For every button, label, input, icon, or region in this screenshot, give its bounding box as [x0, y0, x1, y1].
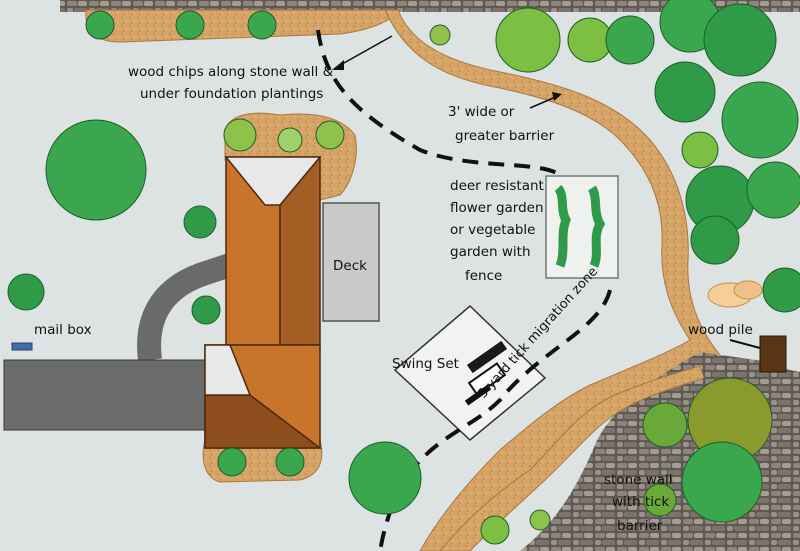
stone-wall-label-line1: stone wall	[604, 472, 673, 488]
garden-label-line5: fence	[465, 268, 503, 284]
wood-chip-inner-strip	[439, 365, 705, 551]
barrier-label-line1: 3' wide or	[448, 104, 515, 120]
tree-25	[217, 447, 247, 477]
arrow-barrier-head	[552, 92, 562, 101]
tree-27	[429, 24, 451, 46]
tree-9	[703, 3, 777, 77]
wood-chips-top	[85, 9, 402, 43]
rock-pile	[707, 280, 763, 308]
stone-wall-top	[60, 0, 800, 12]
tree-15	[690, 215, 740, 265]
tree-4	[191, 295, 221, 325]
tick-migration-zone-line	[316, 29, 562, 177]
tree-10	[654, 61, 716, 123]
wood-chip-barrier	[384, 9, 721, 551]
garden-label-line1: deer resistant	[450, 178, 544, 194]
tick-migration-zone-line-south	[378, 289, 612, 551]
tree-3	[7, 273, 45, 311]
garden-label-line4: garden with	[450, 244, 531, 260]
driveway-curve	[137, 253, 234, 362]
garden-bed	[545, 175, 619, 279]
tree-19	[681, 441, 763, 523]
driveway	[3, 359, 210, 431]
tree-2	[183, 205, 217, 239]
arrow-wood-chips-head	[332, 60, 344, 70]
tree-7	[605, 15, 655, 65]
tree-5	[495, 7, 561, 73]
tree-11	[721, 81, 799, 159]
wood-pile	[759, 335, 787, 373]
stone-wall-label-line2: with tick	[612, 494, 670, 510]
tree-30	[247, 10, 277, 40]
tree-16	[762, 267, 800, 313]
barrier-label-line2: greater barrier	[455, 128, 555, 144]
tree-6	[567, 17, 613, 63]
wood-pile-label: wood pile	[688, 322, 753, 338]
tree-28	[85, 10, 115, 40]
tree-24	[315, 120, 345, 150]
arrow-wood-pile	[729, 339, 761, 349]
tree-22	[223, 118, 257, 152]
house	[204, 156, 323, 449]
tree-29	[175, 10, 205, 40]
garden-label-line2: flower garden	[450, 200, 544, 216]
tree-23	[277, 127, 303, 153]
stone-wall-label-line3: barrier	[617, 518, 663, 534]
swing-set	[393, 304, 547, 441]
mail-box-label: mail box	[34, 322, 92, 338]
tree-32	[529, 509, 551, 531]
tree-14	[746, 161, 800, 219]
tree-26	[275, 447, 305, 477]
arrow-wood-chips	[334, 35, 393, 69]
tree-18	[642, 402, 688, 448]
tree-20	[643, 483, 677, 517]
tree-21	[348, 441, 422, 515]
tree-12	[681, 131, 719, 169]
deck	[322, 202, 380, 322]
wood-chips-label-line1: wood chips along stone wall &	[128, 64, 334, 80]
arrow-barrier	[529, 95, 559, 109]
mail-box	[11, 342, 33, 351]
trees	[7, 0, 800, 545]
tree-31	[480, 515, 510, 545]
deck-label: Deck	[333, 258, 367, 274]
wood-chips-label-line2: under foundation plantings	[140, 86, 324, 102]
garden-label-line3: or vegetable	[450, 222, 536, 238]
swing-set-label: Swing Set	[392, 356, 459, 372]
tree-1	[45, 119, 147, 221]
